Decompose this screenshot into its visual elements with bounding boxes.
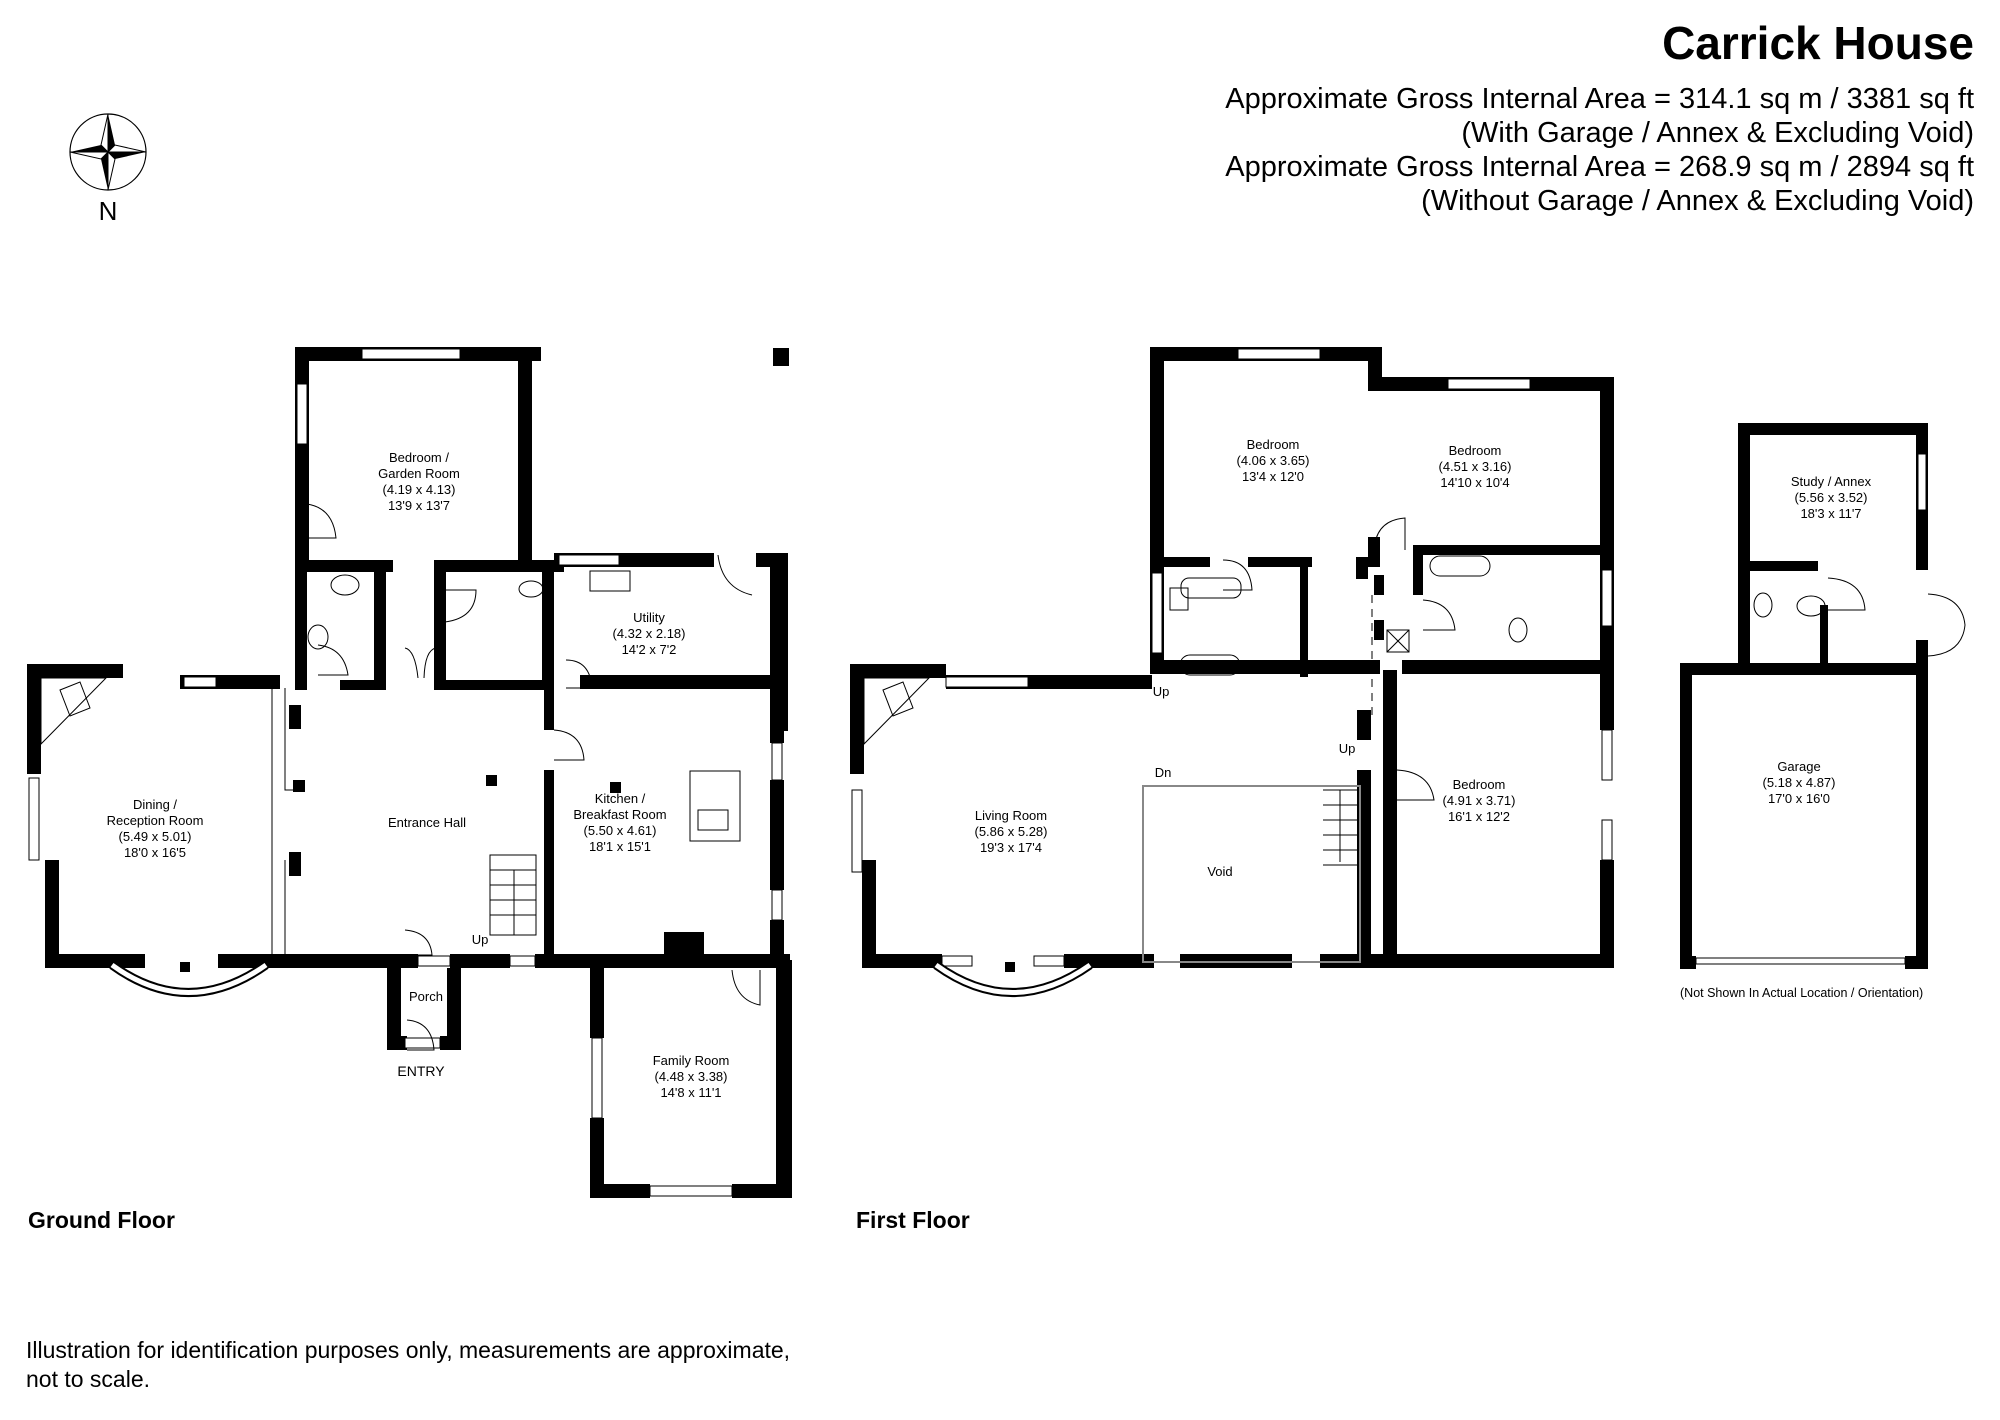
disclaimer-line-1: Illustration for identification purposes…: [26, 1337, 791, 1363]
area-line-total: Approximate Gross Internal Area = 314.1 …: [1225, 83, 1974, 115]
room-metric-kitchen: (5.50 x 4.61): [584, 823, 657, 838]
room-metric-garage: (5.18 x 4.87): [1763, 775, 1836, 790]
room-name-entrance-hall: Entrance Hall: [388, 815, 466, 830]
room-metric-living-room: (5.86 x 5.28): [975, 824, 1048, 839]
room-metric-family-room: (4.48 x 3.38): [655, 1069, 728, 1084]
room-name-bedroom-3: Bedroom: [1453, 777, 1506, 792]
room-imperial-utility: 14'2 x 7'2: [622, 642, 677, 657]
ground-floor-labels: Bedroom / Garden Room (4.19 x 4.13) 13'9…: [107, 450, 730, 1100]
room-name-dining-2: Reception Room: [107, 813, 204, 828]
room-imperial-garden-room: 13'9 x 13'7: [388, 498, 450, 513]
room-name-living-room: Living Room: [975, 808, 1047, 823]
room-metric-garden-room: (4.19 x 4.13): [383, 482, 456, 497]
compass-rose-icon: [69, 113, 147, 191]
stairs-up-label-2: Up: [1339, 741, 1356, 756]
room-name-garden-room: Bedroom /: [389, 450, 449, 465]
ground-floor-label: Ground Floor: [28, 1207, 175, 1233]
area-line-main: Approximate Gross Internal Area = 268.9 …: [1225, 151, 1974, 183]
room-metric-utility: (4.32 x 2.18): [613, 626, 686, 641]
disclaimer-line-2: not to scale.: [26, 1366, 151, 1392]
room-name-porch: Porch: [409, 989, 443, 1004]
room-name-garden-room-2: Garden Room: [378, 466, 460, 481]
room-name-garage: Garage: [1777, 759, 1820, 774]
room-imperial-study-annex: 18'3 x 11'7: [1800, 506, 1861, 521]
room-imperial-garage: 17'0 x 16'0: [1768, 791, 1830, 806]
room-imperial-living-room: 19'3 x 17'4: [980, 840, 1042, 855]
disclaimer: Illustration for identification purposes…: [26, 1336, 790, 1394]
room-name-kitchen: Kitchen /: [595, 791, 646, 806]
room-imperial-bedroom-3: 16'1 x 12'2: [1448, 809, 1510, 824]
room-name-utility: Utility: [633, 610, 665, 625]
first-floor-label: First Floor: [856, 1207, 970, 1233]
room-imperial-bedroom-2: 14'10 x 10'4: [1440, 475, 1509, 490]
room-name-family-room: Family Room: [653, 1053, 730, 1068]
room-name-bedroom-2: Bedroom: [1449, 443, 1502, 458]
area-summary: Approximate Gross Internal Area = 314.1 …: [1225, 82, 1974, 218]
stairs-up-label-1: Up: [1153, 684, 1170, 699]
room-imperial-kitchen: 18'1 x 15'1: [589, 839, 651, 854]
room-metric-dining: (5.49 x 5.01): [119, 829, 192, 844]
property-title: Carrick House: [1662, 17, 1974, 69]
stairs-down-label: Dn: [1155, 765, 1172, 780]
first-floor-labels: Bedroom (4.06 x 3.65) 13'4 x 12'0 Bedroo…: [975, 437, 1516, 879]
room-imperial-dining: 18'0 x 16'5: [124, 845, 186, 860]
room-metric-bedroom-1: (4.06 x 3.65): [1237, 453, 1310, 468]
area-line-total-note: (With Garage / Annex & Excluding Void): [1461, 117, 1974, 149]
stairs-up-label: Up: [472, 932, 489, 947]
outbuilding-labels: Study / Annex (5.56 x 3.52) 18'3 x 11'7 …: [1763, 474, 1872, 806]
room-name-bedroom-1: Bedroom: [1247, 437, 1300, 452]
area-line-main-note: (Without Garage / Annex & Excluding Void…: [1421, 185, 1974, 217]
room-imperial-family-room: 14'8 x 11'1: [660, 1085, 721, 1100]
room-name-kitchen-2: Breakfast Room: [573, 807, 666, 822]
room-metric-study-annex: (5.56 x 3.52): [1795, 490, 1868, 505]
outbuilding-note: (Not Shown In Actual Location / Orientat…: [1680, 986, 1924, 1000]
north-label: N: [98, 196, 118, 226]
compass: N: [68, 112, 148, 226]
entry-label: ENTRY: [397, 1063, 445, 1079]
room-imperial-bedroom-1: 13'4 x 12'0: [1242, 469, 1304, 484]
room-name-dining: Dining /: [133, 797, 177, 812]
room-name-void: Void: [1207, 864, 1232, 879]
room-name-study-annex: Study / Annex: [1791, 474, 1872, 489]
room-metric-bedroom-2: (4.51 x 3.16): [1439, 459, 1512, 474]
room-metric-bedroom-3: (4.91 x 3.71): [1443, 793, 1516, 808]
